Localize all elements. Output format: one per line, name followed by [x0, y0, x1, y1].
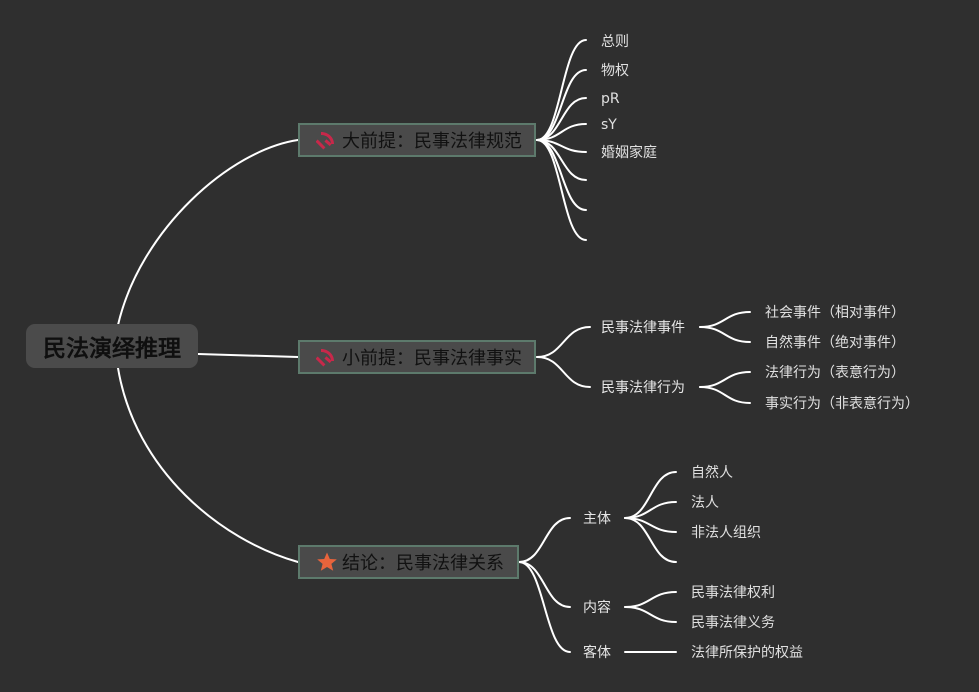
leaf-civil-rights[interactable]: 民事法律权利 [691, 585, 775, 601]
leaf-juristic-act[interactable]: 法律行为（表意行为） [765, 365, 905, 381]
branch-minor-premise-label: 小前提：民事法律事实 [342, 348, 522, 369]
sub-legal-act[interactable]: 民事法律行为 [601, 380, 685, 396]
leaf-social-event[interactable]: 社会事件（相对事件） [765, 305, 905, 321]
sub-legal-event[interactable]: 民事法律事件 [601, 320, 685, 336]
conclusion-to-sub-1 [518, 561, 571, 608]
leaf-sy[interactable]: sY [601, 117, 617, 133]
conclusion-to-sub-0 [518, 517, 571, 563]
leaf-general-provisions[interactable]: 总则 [601, 34, 629, 50]
sub-subject[interactable]: 主体 [583, 511, 611, 527]
content-to-leaf-1 [624, 606, 677, 623]
branch-minor-premise[interactable]: 小前提：民事法律事实 [298, 340, 536, 374]
major-premise-to-leaf-7 [536, 139, 587, 241]
major-premise-to-leaf-6 [536, 139, 587, 211]
leaf-factual-act[interactable]: 事实行为（非表意行为） [765, 396, 919, 412]
legal-act-to-leaf-0 [699, 371, 751, 388]
content-to-leaf-0 [624, 591, 677, 608]
minor-premise-to-sub-0 [536, 326, 591, 358]
leaf-legal-person[interactable]: 法人 [691, 495, 719, 511]
minor-premise-to-sub-1 [536, 356, 591, 388]
root-topic[interactable]: 民法演绎推理 [26, 324, 198, 368]
leaf-property-rights[interactable]: 物权 [601, 63, 629, 79]
legal-event-to-leaf-1 [699, 326, 751, 343]
major-premise-to-leaf-1 [536, 69, 587, 141]
leaf-marriage-family[interactable]: 婚姻家庭 [601, 145, 657, 161]
sub-content[interactable]: 内容 [583, 600, 611, 616]
sub-object[interactable]: 客体 [583, 645, 611, 661]
branch-conclusion-label: 结论：民事法律关系 [342, 553, 504, 574]
branch-major-premise-label: 大前提：民事法律规范 [342, 131, 522, 152]
subject-to-leaf-3 [624, 517, 677, 563]
legal-event-to-leaf-0 [699, 311, 751, 328]
leaf-protected-interests[interactable]: 法律所保护的权益 [691, 645, 803, 661]
leaf-civil-obligations[interactable]: 民事法律义务 [691, 615, 775, 631]
conclusion-to-sub-2 [518, 561, 571, 653]
root-to-minor-premise [197, 353, 299, 358]
root-to-major-premise [117, 139, 299, 326]
star-icon [316, 551, 338, 573]
legal-act-to-leaf-1 [699, 386, 751, 404]
branch-conclusion[interactable]: 结论：民事法律关系 [298, 545, 519, 579]
branch-major-premise[interactable]: 大前提：民事法律规范 [298, 123, 536, 157]
leaf-natural-person[interactable]: 自然人 [691, 465, 733, 481]
leaf-natural-event[interactable]: 自然事件（绝对事件） [765, 335, 905, 351]
hammer-sickle-icon [316, 129, 338, 151]
root-to-conclusion [117, 367, 299, 563]
hammer-sickle-icon [316, 346, 338, 368]
leaf-pr[interactable]: pR [601, 91, 620, 107]
leaf-unincorporated-org[interactable]: 非法人组织 [691, 525, 761, 541]
major-premise-to-leaf-0 [536, 39, 587, 141]
